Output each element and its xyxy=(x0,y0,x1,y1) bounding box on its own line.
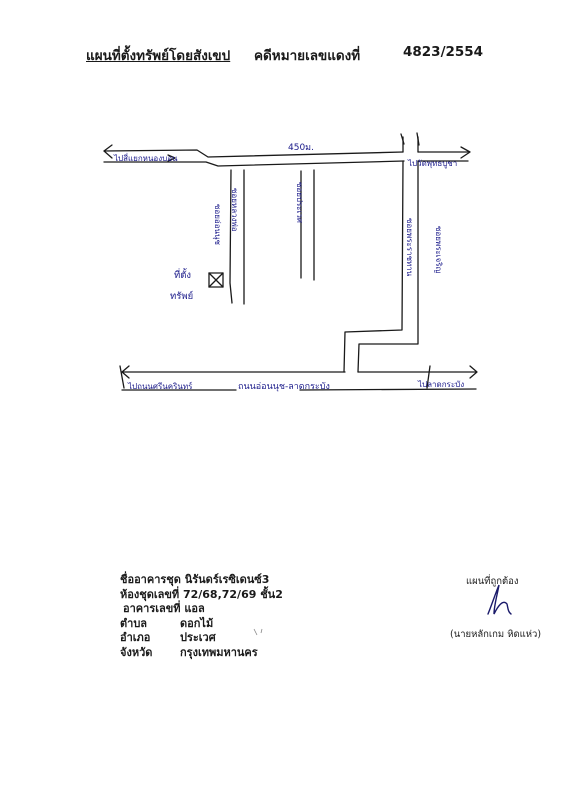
property-marker-box xyxy=(208,272,224,288)
case-label: คดีหมายเลขแดงที่ xyxy=(254,48,361,64)
soi-middle-label: ซอยประเวศ xyxy=(295,182,304,223)
top-road-upper-edge xyxy=(103,149,404,158)
property-label-2: ทรัพย์ xyxy=(170,290,193,302)
bottom-right-arrow xyxy=(469,365,478,379)
soi-left-right-label: ซอยหลวงพ่อ xyxy=(230,188,239,232)
building-name: ชื่ออาคารชุด นิรันดร์เรซิเดนซ์3 xyxy=(120,573,270,586)
building-number: อาคารเลขที่ แอล xyxy=(123,602,205,615)
province-label: จังหวัด xyxy=(120,645,153,659)
unit-number: ห้องชุดเลขที่ 72/68,72/69 ชั้น2 xyxy=(120,587,283,601)
left-soi-left-edge xyxy=(229,169,233,304)
top-road-length-label: 450ม. xyxy=(288,143,314,153)
property-label-1: ที่ตั้ง xyxy=(174,268,191,281)
bottom-tick-marks xyxy=(119,365,431,389)
soi-right-inner-label: ซอยพระราชทาน xyxy=(405,218,414,277)
soi-right-outer-label: ซอยพระเจริญ xyxy=(434,226,443,274)
district-value: ประเวศ xyxy=(180,631,216,644)
subdistrict-value: ดอกไม้ xyxy=(180,616,214,630)
district-label: อำเภอ xyxy=(120,631,151,644)
bottom-road-name-label: ถนนอ่อนนุช-ลาดกระบัง xyxy=(238,382,330,392)
province-value: กรุงเทพมหานคร xyxy=(180,645,258,659)
right-top-direction-label: ไปวัดพุทธบูชา xyxy=(407,159,457,169)
signature-label: แผนที่ถูกต้อง xyxy=(466,576,519,587)
left-top-direction-label: ไปสี่แยกหนองบอน xyxy=(113,152,178,163)
soi-left-left-label: ซอยอ่อนนุช xyxy=(213,204,222,245)
signature-scribble xyxy=(487,584,512,615)
bottom-left-arrow xyxy=(121,365,130,379)
right-road-left-edge xyxy=(343,136,404,373)
bottom-left-direction-label: ไปถนนศรีนครินทร์ xyxy=(127,381,193,391)
signatory-name: (นายหลักเกม หิดแห่ว) xyxy=(450,629,542,640)
subdistrict-label: ตำบล xyxy=(120,616,148,630)
bottom-right-direction-label: ไปลาดกระบัง xyxy=(417,380,464,389)
left-top-arrow xyxy=(103,144,113,159)
document-title: แผนที่ตั้งทรัพย์โดยสังเขป xyxy=(86,48,231,64)
top-road-lower-edge-left xyxy=(103,160,405,167)
case-number: 4823/2554 xyxy=(403,44,484,60)
left-top-arrow-small xyxy=(167,154,176,162)
right-top-arrow xyxy=(460,146,471,159)
right-top-tick-marks xyxy=(400,132,420,146)
stray-marks xyxy=(253,628,263,636)
property-marker-cross xyxy=(208,272,224,288)
bottom-road-lower-edge xyxy=(121,388,477,391)
top-road-right-segment xyxy=(417,151,469,162)
